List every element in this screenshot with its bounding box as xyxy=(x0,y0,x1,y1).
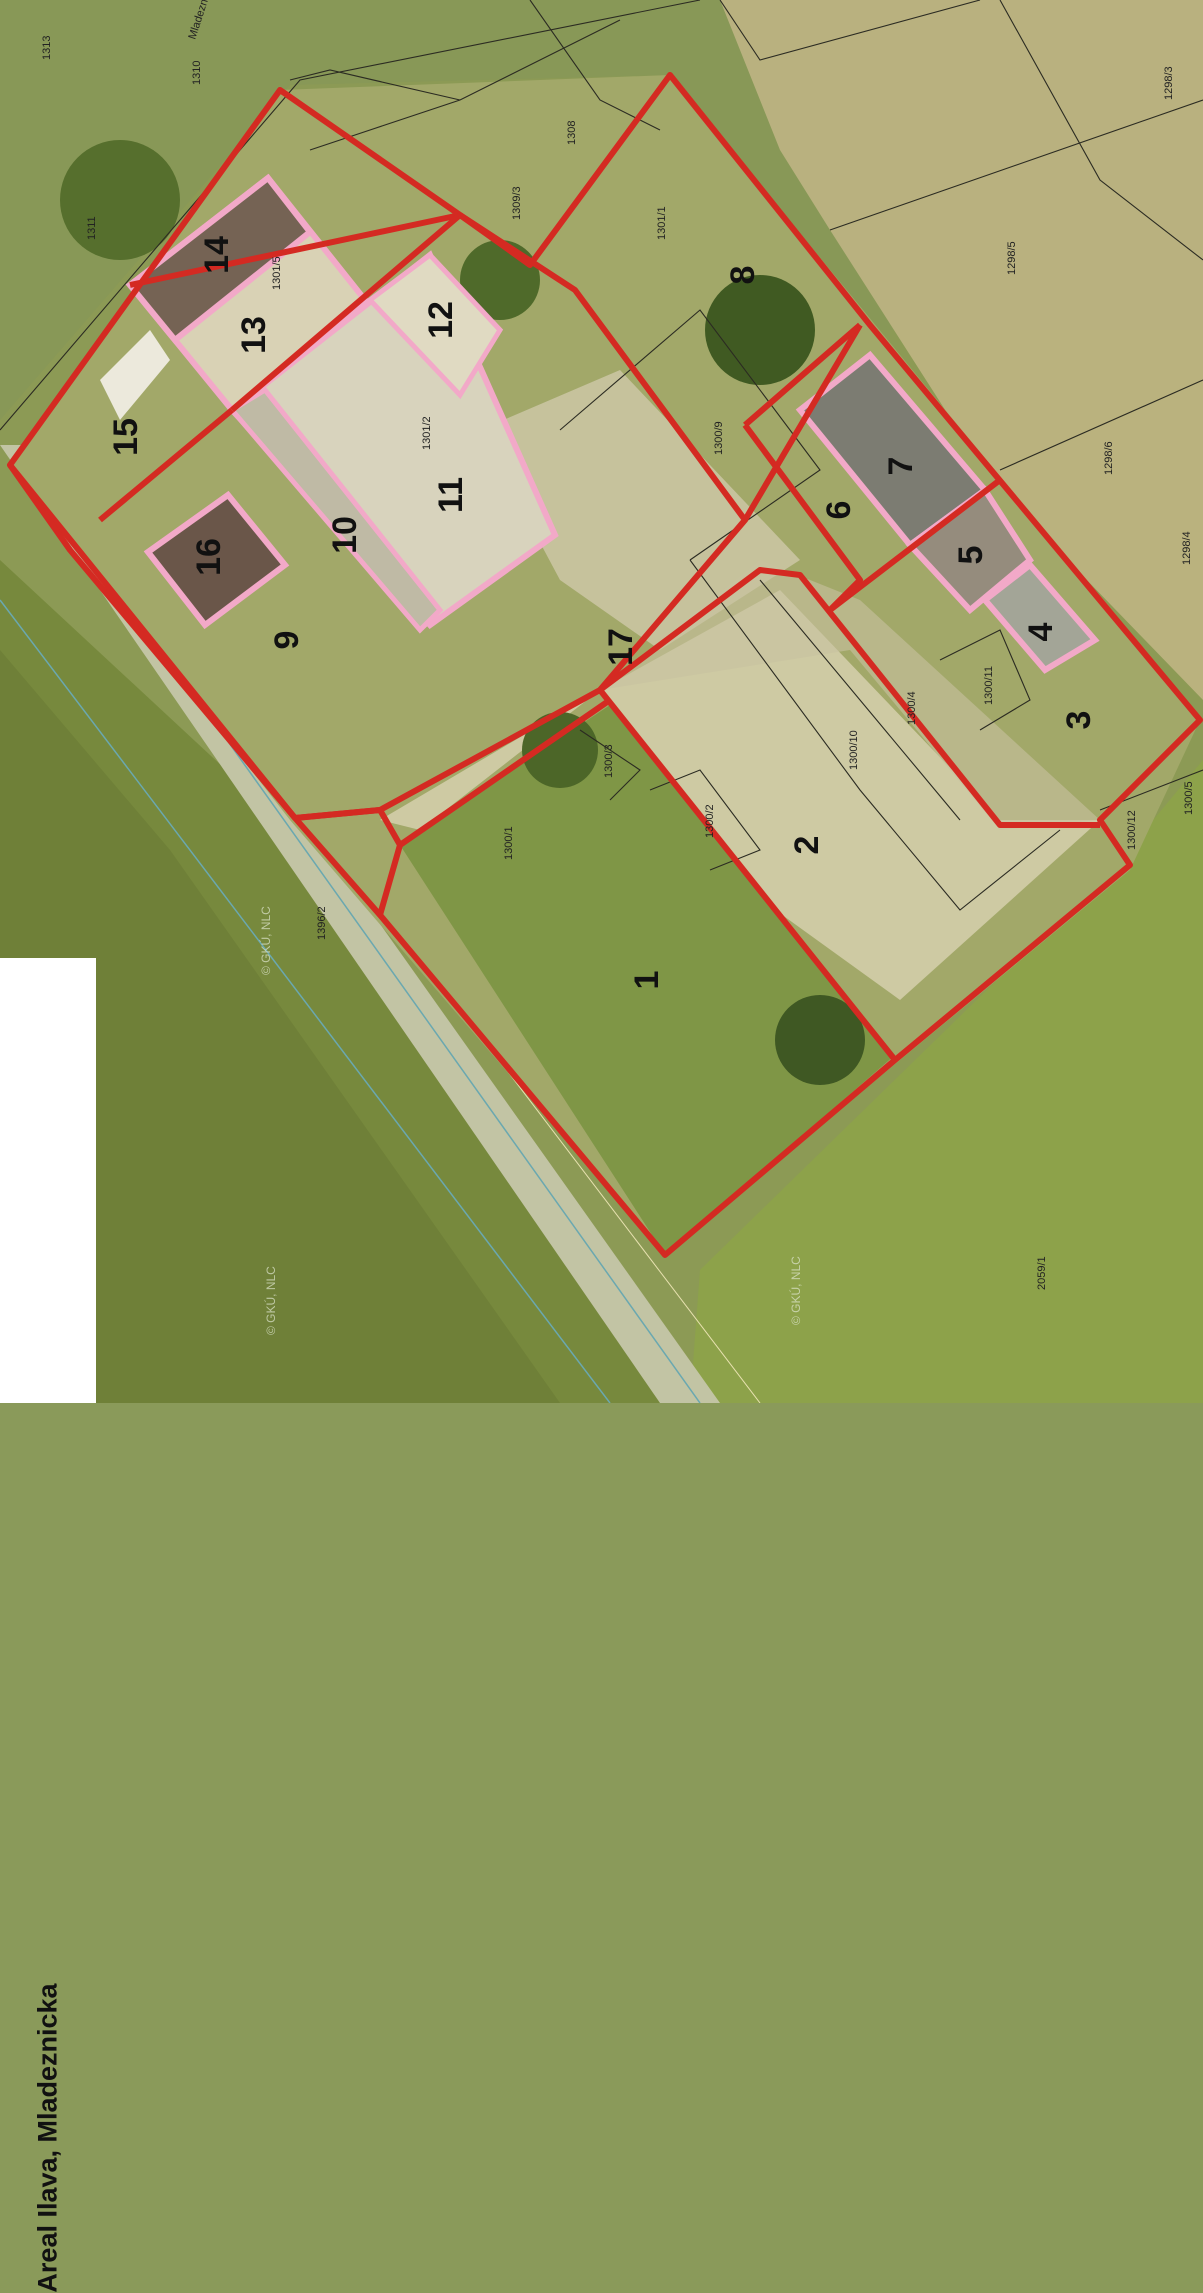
plot-label-14: 14 xyxy=(198,236,236,274)
dark-field-inner xyxy=(0,650,560,1403)
road-edge-line xyxy=(0,599,611,1403)
title-panel: Areal Ilava, Mladeznicka xyxy=(0,958,96,2293)
parcel-number: 1298/5 xyxy=(1006,241,1018,275)
parcel-number: 1311 xyxy=(86,216,98,240)
plot-label-13: 13 xyxy=(235,316,273,354)
plot-label-17: 17 xyxy=(602,628,640,666)
plot-label-10: 10 xyxy=(326,516,364,554)
parcel-number: 1300/5 xyxy=(1183,781,1195,815)
parcel-number: 1300/4 xyxy=(906,691,918,725)
plot-label-11: 11 xyxy=(432,477,470,513)
parcel-number: 1300/9 xyxy=(713,421,725,455)
watermark: © GKÚ, NLC xyxy=(258,906,273,975)
plot-boundaries xyxy=(7,72,1203,1258)
parcel-number: 1300/3 xyxy=(603,744,615,778)
plot-label-12: 12 xyxy=(422,301,460,339)
plot-label-8: 8 xyxy=(724,266,762,285)
parcel-number: 1298/6 xyxy=(1103,441,1115,475)
parcel-number: 1300/1 xyxy=(503,826,515,860)
tree xyxy=(705,275,815,385)
parcel-number: 1308 xyxy=(566,121,578,145)
parcel-number: 1298/3 xyxy=(1163,66,1175,100)
yard-area xyxy=(720,0,1203,700)
tree xyxy=(60,140,180,260)
parcel-number: 1301/1 xyxy=(656,206,668,240)
watermark: © GKÚ, NLC xyxy=(788,1256,803,1325)
parcel-number: 1313 xyxy=(41,36,53,60)
paved-yard xyxy=(480,370,800,650)
building-4 xyxy=(980,560,1100,674)
map-title: Areal Ilava, Mladeznicka xyxy=(32,1983,63,2293)
tree xyxy=(775,995,865,1085)
shed xyxy=(100,330,170,420)
plot-label-9: 9 xyxy=(268,631,306,650)
parcel-number: 1300/11 xyxy=(983,666,995,705)
parcel-number: 1309/3 xyxy=(511,186,523,220)
parcel-number: 1298/4 xyxy=(1181,531,1193,565)
plot-label-7: 7 xyxy=(882,457,920,476)
parcel-number: 1301/2 xyxy=(421,416,433,450)
parcel-number: 1301/5 xyxy=(271,256,283,290)
parcel-number: 1396/2 xyxy=(316,906,328,940)
plot-number-labels: 1 2 3 4 5 6 7 8 9 10 11 12 13 14 15 16 1… xyxy=(107,236,1098,989)
building-12 xyxy=(366,251,504,400)
plot-label-2: 2 xyxy=(788,836,826,855)
parcel-number: 1300/10 xyxy=(848,730,860,770)
plot-label-16: 16 xyxy=(190,538,228,576)
crop-field xyxy=(690,760,1203,1403)
plot-label-5: 5 xyxy=(952,546,990,565)
grass-plot xyxy=(400,705,895,1255)
plot-label-1: 1 xyxy=(628,971,666,990)
parcel-number-labels: 1313 1310 1311 1308 1309/3 1301/1 1301/5… xyxy=(41,36,1195,1290)
tree xyxy=(522,712,598,788)
paved-yard xyxy=(600,560,1100,830)
cadastral-lines xyxy=(0,0,1203,911)
aerial-cadastral-map: Mladeznicka 1 2 3 4 5 6 7 8 9 10 11 12 1… xyxy=(0,0,1203,1403)
parcel-number: 1300/2 xyxy=(704,804,716,838)
paved-yard xyxy=(380,590,1100,1000)
plot-label-4: 4 xyxy=(1022,622,1060,641)
parcel-number: 2059/1 xyxy=(1036,1256,1048,1290)
building-14 xyxy=(125,173,315,345)
watermark: © GKÚ, NLC xyxy=(263,1266,278,1335)
building-10 xyxy=(228,386,444,634)
parcel-number: 1310 xyxy=(191,61,203,85)
parcel-number: 1300/12 xyxy=(1126,810,1138,850)
plot-label-6: 6 xyxy=(820,501,858,520)
building-16 xyxy=(143,490,290,630)
plot-label-15: 15 xyxy=(107,418,145,456)
plot-label-3: 3 xyxy=(1060,711,1098,730)
